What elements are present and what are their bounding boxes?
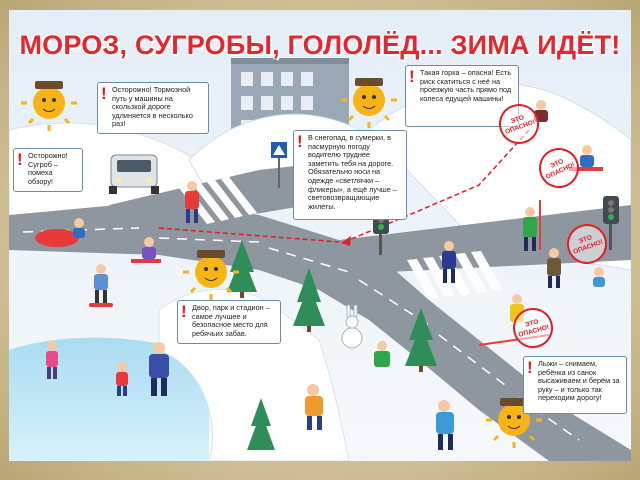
note-braking-distance-text: Осторожно! Тормозной путь у машины на ск…	[112, 85, 193, 129]
poster: МОРОЗ, СУГРОБЫ, ГОЛОЛЁД... ЗИМА ИДЁТ! ! …	[9, 10, 631, 461]
poster-title: МОРОЗ, СУГРОБЫ, ГОЛОЛЁД... ЗИМА ИДЁТ!	[19, 30, 621, 60]
car	[109, 154, 159, 194]
note-visibility-reflectors: ! В снегопад, в сумерки, в пасмурную пог…	[293, 130, 407, 220]
children-figures	[35, 100, 605, 450]
note-safe-places-text: Двор, парк и стадион – самое лучшее и бе…	[192, 303, 270, 338]
exclamation-icon: !	[409, 67, 415, 86]
note-snowdrift-text: Осторожно! Сугроб – помеха обзору!	[28, 151, 68, 186]
pedestrian-crossing-sign-icon	[271, 142, 287, 188]
exclamation-icon: !	[181, 302, 187, 321]
exclamation-icon: !	[101, 84, 107, 103]
fir-tree-icon	[227, 240, 437, 450]
winter-scene	[9, 10, 631, 461]
note-braking-distance: ! Осторожно! Тормозной путь у машины на …	[97, 82, 209, 134]
note-dangerous-slope-text: Такая горка – опасна! Есть риск скатитьс…	[420, 68, 512, 103]
snowman-icon	[341, 304, 363, 349]
note-safe-places: ! Двор, парк и стадион – самое лучшее и …	[177, 300, 281, 344]
car-braking-arrow	[158, 227, 340, 243]
exclamation-icon: !	[527, 358, 533, 377]
exclamation-icon: !	[297, 132, 303, 151]
note-crossing-rules-text: Лыжи – снимаем, ребёнка из санок высажив…	[538, 359, 620, 403]
traffic-light-icon-right	[603, 196, 619, 250]
note-visibility-reflectors-text: В снегопад, в сумерки, в пасмурную погод…	[308, 133, 397, 211]
exclamation-icon: !	[17, 150, 23, 169]
note-dangerous-slope: ! Такая горка – опасна! Есть риск скатит…	[405, 65, 519, 127]
note-crossing-rules: ! Лыжи – снимаем, ребёнка из санок высаж…	[523, 356, 627, 414]
note-snowdrift: ! Осторожно! Сугроб – помеха обзору!	[13, 148, 83, 192]
sun-mascot-icon	[21, 78, 542, 448]
